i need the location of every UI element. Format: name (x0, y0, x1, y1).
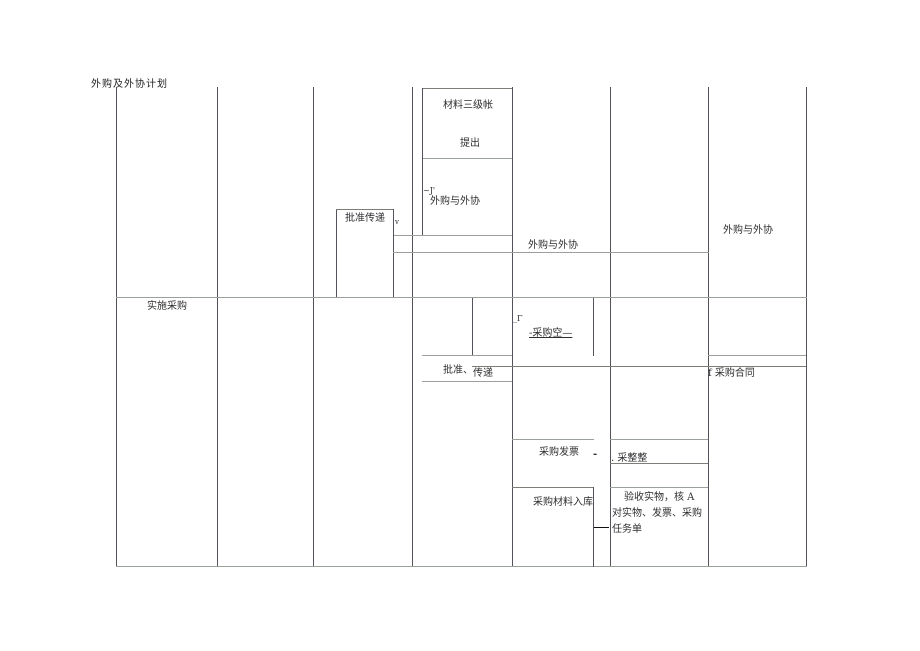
ledger-box-bottom (422, 158, 512, 159)
purchase-empty-label: -采购空— (529, 328, 573, 339)
implement-purchase-label: 实施采购 (147, 301, 187, 312)
purchase-empty-left (472, 298, 473, 356)
approve-mid-top-line (422, 355, 512, 356)
approve-transfer-top-label: 批准传递 (345, 213, 385, 224)
inbound-top-line (512, 487, 594, 488)
inspect-top-line (610, 487, 708, 488)
table-border-left (116, 87, 117, 567)
column-divider-1 (217, 87, 218, 567)
purchase-adjust-label: . 采整整_ (611, 453, 653, 464)
contract-top-line (708, 355, 806, 356)
table-border-bottom (116, 566, 807, 567)
outsourcing-flow-line (393, 252, 709, 253)
invoice-top-line (512, 439, 594, 440)
adjust-top-line (610, 439, 708, 440)
column-divider-4 (512, 87, 513, 567)
inbound-right (593, 487, 594, 567)
approve-box-right (393, 209, 394, 297)
purchase-contract-label: f 采购合同 (708, 368, 755, 379)
contract-flow-line (472, 366, 806, 367)
ledger-box-left (422, 88, 423, 158)
outsourcing-box-left (422, 158, 423, 235)
adjust-bottom-line (610, 463, 708, 464)
material-ledger-label: 材料三级帐 (443, 100, 493, 111)
column-divider-3 (412, 87, 413, 567)
dash-mark: - (593, 449, 598, 460)
column-divider-6 (708, 87, 709, 567)
approve-mid-bottom-line (422, 381, 512, 382)
small-mark-a: v (395, 218, 399, 226)
column-divider-2 (313, 87, 314, 567)
row-divider-main (116, 297, 807, 298)
purchase-inbound-label: 采购材料入库 (533, 497, 593, 508)
ledger-box-top (422, 88, 512, 89)
outsourcing-col7-label: 外购与外协 (723, 225, 773, 236)
inbound-connector (594, 527, 609, 528)
document-title: 外购及外协计划 (91, 79, 168, 90)
small-mark-b: ~J' (423, 186, 436, 195)
approve-mid-label-b: 传递 (473, 368, 493, 379)
purchase-invoice-label: 采购发票 (539, 447, 579, 458)
propose-label: 提出 (460, 138, 480, 149)
column-divider-5 (610, 87, 611, 567)
purchase-empty-right (593, 298, 594, 356)
outsourcing-col4-label: 外购与外协 (430, 196, 480, 207)
small-mark-c: _Γ (513, 314, 523, 323)
inspect-goods-label: 验收实物，核 A 对实物、发票、采购任务单 (612, 492, 702, 535)
approve-mid-label-a: 批准、 (443, 365, 473, 376)
outsourcing-col5-label: 外购与外协 (528, 240, 578, 251)
approve-box-top (336, 209, 393, 210)
outsourcing-box-bottom (393, 235, 512, 236)
table-border-right (806, 87, 807, 567)
approve-box-left (336, 209, 337, 297)
